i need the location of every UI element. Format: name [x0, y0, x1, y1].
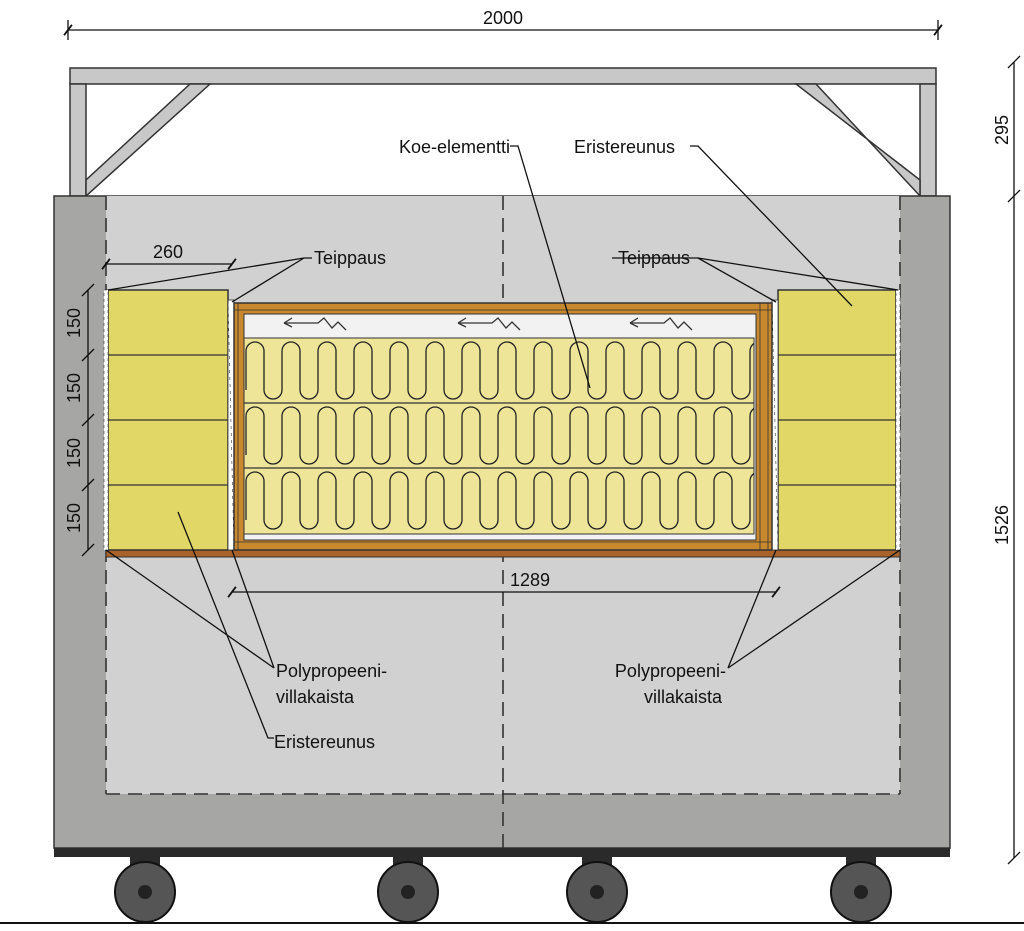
- insulation-block-right: [777, 289, 897, 551]
- wool-insulation-pattern: [245, 341, 754, 530]
- rail-beam: [54, 848, 950, 857]
- label-pp-wool-right-line2: villakaista: [644, 687, 723, 707]
- label-taping-right: Teippaus: [618, 248, 690, 268]
- wheel: [566, 857, 628, 923]
- leader-lines: [105, 145, 901, 739]
- dim-total-width: 2000: [483, 8, 523, 28]
- label-taping-left: Teippaus: [314, 248, 386, 268]
- wool-wave-row: [245, 341, 754, 400]
- dim-insulation-width: 260: [153, 242, 183, 262]
- dim-layer-height: 150: [64, 438, 84, 468]
- pp-wool-strip-left: [227, 299, 235, 551]
- label-pp-wool-left-line2: villakaista: [276, 687, 355, 707]
- dim-layer-height: 150: [64, 373, 84, 403]
- wool-wave-row: [245, 471, 754, 530]
- wheel: [830, 857, 892, 923]
- wheel: [377, 857, 439, 923]
- label-pp-wool-right-line1: Polypropeeni-: [615, 661, 726, 681]
- label-test-element: Koe-elementti: [399, 137, 510, 157]
- heat-arrows: [283, 317, 693, 331]
- dim-furnace-height: 1526: [992, 505, 1012, 545]
- label-pp-wool-left-line1: Polypropeeni-: [276, 661, 387, 681]
- label-insulation-edge-top: Eristereunus: [574, 137, 675, 157]
- label-insulation-edge-bottom: Eristereunus: [274, 732, 375, 752]
- dim-layer-height: 150: [64, 503, 84, 533]
- dim-element-width: 1289: [510, 570, 550, 590]
- test-element: [233, 302, 773, 551]
- carriage: [54, 848, 950, 923]
- dim-truss-height: 295: [992, 115, 1012, 145]
- top-truss: [69, 67, 937, 198]
- base-beam: [105, 549, 901, 558]
- wheel: [114, 857, 176, 923]
- pp-wool-strip-outer-right: [895, 289, 901, 551]
- insulation-block-left: [107, 289, 229, 551]
- dimension-lines: [63, 20, 1021, 865]
- dim-layer-height: 150: [64, 308, 84, 338]
- pp-wool-strip-right: [771, 299, 779, 551]
- pp-wool-strip-outer-left: [103, 289, 109, 551]
- wool-wave-row: [245, 406, 754, 465]
